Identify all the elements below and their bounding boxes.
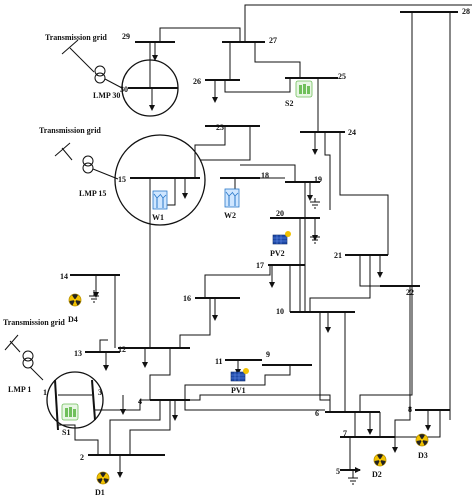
wind-turbine-icon bbox=[224, 188, 240, 208]
transmission-grid-label: Transmission grid bbox=[39, 126, 101, 135]
bus-3-label: 3 bbox=[98, 388, 102, 397]
bus-9-label: 9 bbox=[266, 350, 270, 359]
bus-18-label: 18 bbox=[261, 171, 269, 180]
bus-20-label: 20 bbox=[276, 209, 284, 218]
diesel-d3-label: D3 bbox=[418, 451, 428, 460]
bus-1-label: 1 bbox=[43, 388, 47, 397]
bus-6-label: 6 bbox=[315, 409, 319, 418]
ground-symbols bbox=[89, 198, 358, 485]
transmission-grid-15 bbox=[54, 142, 119, 180]
diesel-generator-icon bbox=[415, 433, 429, 447]
wind-w2-label: W2 bbox=[224, 211, 236, 220]
bus-17-label: 17 bbox=[256, 261, 264, 270]
bus-15-label: 15 bbox=[118, 175, 126, 184]
bus-26-label: 26 bbox=[193, 77, 201, 86]
lmp-15-zone bbox=[114, 134, 206, 226]
diesel-generator-icon bbox=[68, 293, 82, 307]
transformer-icon bbox=[94, 65, 106, 84]
bus-8-label: 8 bbox=[408, 405, 412, 414]
bus-30-label: 30 bbox=[120, 85, 128, 94]
pv-panel-icon bbox=[230, 367, 250, 382]
bus-23-label: 23 bbox=[216, 123, 224, 132]
wind-w1-label: W1 bbox=[152, 213, 164, 222]
wind-turbine-icon bbox=[152, 190, 168, 210]
diesel-d4-label: D4 bbox=[68, 315, 78, 324]
lmp-1-label: LMP 1 bbox=[8, 385, 31, 394]
transformer-icon bbox=[22, 350, 34, 369]
bus-14-label: 14 bbox=[60, 272, 68, 281]
bus-16-label: 16 bbox=[183, 294, 191, 303]
bus-12-label: 12 bbox=[118, 345, 126, 354]
transmission-grid-30 bbox=[61, 39, 123, 89]
transmission-grid-label: Transmission grid bbox=[3, 318, 65, 327]
diesel-d1-label: D1 bbox=[95, 488, 105, 497]
bus-22-label: 22 bbox=[406, 288, 414, 297]
bus-27-label: 27 bbox=[269, 36, 277, 45]
bus-25-label: 25 bbox=[338, 72, 346, 81]
bus-13-label: 13 bbox=[74, 349, 82, 358]
transmission-grid-1 bbox=[4, 334, 44, 381]
lmp-15-label: LMP 15 bbox=[79, 189, 106, 198]
bus-11-label: 11 bbox=[215, 357, 223, 366]
diesel-generator-icon bbox=[96, 471, 110, 485]
diesel-d2-label: D2 bbox=[372, 470, 382, 479]
diesel-generator-icon bbox=[373, 453, 387, 467]
bus-4-label: 4 bbox=[138, 397, 142, 406]
battery-storage-icon bbox=[295, 80, 313, 98]
bus-2-label: 2 bbox=[80, 453, 84, 462]
pv-pv1-label: PV1 bbox=[231, 386, 246, 395]
bus-28-label: 28 bbox=[462, 7, 470, 16]
bus-29-label: 29 bbox=[122, 32, 130, 41]
battery-storage-icon bbox=[61, 403, 79, 421]
bus-7-label: 7 bbox=[343, 429, 347, 438]
loads bbox=[93, 42, 431, 478]
bus-1 bbox=[54, 379, 59, 431]
bus-10-label: 10 bbox=[276, 307, 284, 316]
storage-s2-label: S2 bbox=[285, 99, 293, 108]
bus-19-label: 19 bbox=[314, 175, 322, 184]
bus-21-label: 21 bbox=[334, 251, 342, 260]
transmission-grid-label: Transmission grid bbox=[45, 33, 107, 42]
lmp-30-label: LMP 30 bbox=[93, 91, 120, 100]
lines bbox=[58, 4, 472, 470]
bus-24-label: 24 bbox=[348, 128, 356, 137]
pv-panel-icon bbox=[272, 230, 292, 245]
transformer-icon bbox=[82, 155, 94, 174]
bus-3 bbox=[91, 379, 96, 421]
buses bbox=[54, 11, 458, 471]
bus-5-label: 5 bbox=[336, 467, 340, 476]
storage-s1-label: S1 bbox=[62, 428, 70, 437]
pv-pv2-label: PV2 bbox=[270, 249, 285, 258]
